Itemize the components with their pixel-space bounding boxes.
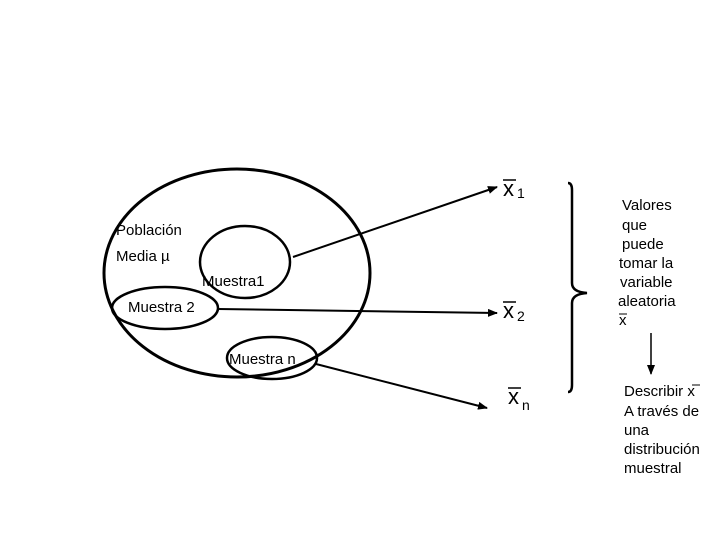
values-line-2: que bbox=[622, 217, 647, 234]
describe-line-3: una bbox=[624, 422, 650, 439]
describe-line-2: A través de bbox=[624, 403, 699, 420]
samplen-label: Muestra n bbox=[229, 351, 296, 368]
values-line-4: tomar la bbox=[619, 255, 674, 272]
describe-line-5: muestral bbox=[624, 460, 682, 477]
sample2-label: Muestra 2 bbox=[128, 299, 195, 316]
values-line-3: puede bbox=[622, 236, 664, 253]
describe-line-4: distribución bbox=[624, 441, 700, 458]
xn-subscript: n bbox=[522, 397, 530, 413]
x2-statistic: x 2 bbox=[503, 298, 525, 324]
population-ellipse bbox=[102, 167, 372, 379]
values-line-6: aleatoria bbox=[618, 293, 676, 310]
values-line-5: variable bbox=[620, 274, 673, 291]
x2-symbol: x bbox=[503, 298, 514, 323]
values-text-block: Valores que puede tomar la variable alea… bbox=[618, 197, 676, 329]
x1-statistic: x 1 bbox=[503, 176, 525, 201]
x2-subscript: 2 bbox=[517, 308, 525, 324]
values-line-7: x bbox=[619, 312, 627, 329]
xn-symbol: x bbox=[508, 384, 519, 409]
sample2-ellipse bbox=[110, 285, 220, 331]
xn-statistic: x n bbox=[508, 384, 530, 413]
describe-line-1: Describir x bbox=[624, 383, 695, 400]
arrow-samplen-to-xn bbox=[315, 363, 488, 410]
x1-symbol: x bbox=[503, 176, 514, 201]
sample1-label: Muestra1 bbox=[202, 273, 265, 290]
arrow-sample2-to-x2 bbox=[217, 308, 498, 317]
x1-subscript: 1 bbox=[517, 185, 525, 201]
samplen-ellipse bbox=[225, 335, 319, 381]
arrow-sample1-to-x1 bbox=[292, 186, 498, 258]
mean-label: Media µ bbox=[116, 248, 170, 265]
describe-text-block: Describir x A través de una distribución… bbox=[624, 383, 700, 477]
sample1-ellipse bbox=[198, 224, 292, 300]
grouping-brace bbox=[567, 181, 588, 394]
population-label: Población bbox=[116, 222, 182, 239]
values-line-1: Valores bbox=[622, 197, 672, 214]
